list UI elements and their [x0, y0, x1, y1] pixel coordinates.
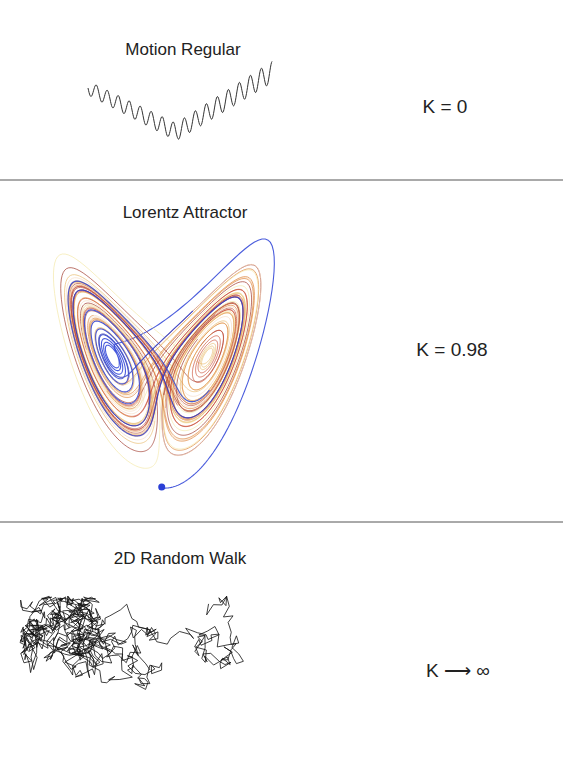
trajectory-segment — [65, 275, 236, 444]
regular-motion-curve — [88, 61, 272, 139]
lorenz-attractor — [53, 239, 274, 491]
panel-heading: Lorentz Attractor — [123, 203, 248, 223]
trajectory-segment — [79, 264, 261, 455]
k-value: K = 0.98 — [416, 339, 487, 361]
panel-heading-holder: Motion Regular — [125, 40, 240, 60]
panel-heading-holder: Lorentz Attractor — [123, 203, 248, 223]
panel-heading: Motion Regular — [125, 40, 240, 60]
separator-line — [0, 180, 563, 181]
trajectory-segment — [91, 311, 193, 392]
wave-line — [88, 61, 272, 139]
k-value-holder: K ⟶ ∞ — [426, 659, 490, 682]
trajectory-segment — [69, 282, 153, 434]
trajectory-segment — [68, 281, 243, 436]
k-value-holder: K = 0.98 — [416, 339, 487, 361]
trajectory-segment — [123, 269, 259, 451]
random-walk — [20, 596, 243, 689]
separator-line — [0, 522, 563, 523]
k-value-holder: K = 0 — [423, 96, 468, 118]
panel-heading: 2D Random Walk — [114, 549, 247, 569]
k-value: K ⟶ ∞ — [426, 659, 490, 682]
panel-heading-holder: 2D Random Walk — [114, 549, 247, 569]
k-value: K = 0 — [423, 96, 468, 118]
trajectory-segment — [68, 281, 244, 437]
start-dot — [158, 484, 165, 491]
walk-path — [20, 596, 243, 689]
trajectory-segment — [73, 290, 167, 426]
trajectory-segment — [133, 290, 247, 427]
